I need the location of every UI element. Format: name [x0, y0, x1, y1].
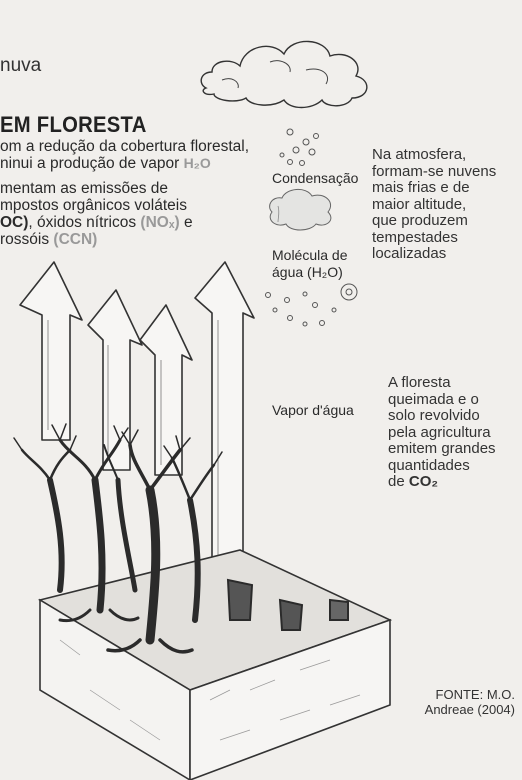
burnt-trees: [13, 423, 349, 654]
source-line-1: FONTE: M.O.: [435, 687, 515, 702]
spacer: [0, 172, 249, 180]
label-condensacao: Condensação: [272, 170, 359, 186]
atmo-line-5: que produzem: [372, 212, 468, 229]
left-line-6-text: rossóis: [0, 231, 54, 248]
label-vapor: Vapor d'água: [272, 402, 354, 418]
label-molecula: Molécula de água (H₂O): [272, 247, 348, 281]
soil-block: [37, 549, 393, 780]
cloud-label-nuva: nuva: [0, 55, 42, 76]
left-line-3: mentam as emissões de: [0, 180, 168, 197]
ccn-formula: (CCN): [53, 231, 98, 248]
cloud-outline: [200, 40, 368, 109]
small-cloud: [269, 189, 332, 231]
left-line-5: OC), óxidos nítricos (NOₓ) e: [0, 214, 249, 231]
forest-burn-description: A floresta queimada e o solo revolvido p…: [388, 374, 496, 491]
h2o-formula: H₂O: [183, 155, 211, 171]
atmo-line-4: maior altitude,: [372, 195, 467, 213]
atmo-line-3: mais frias e de: [372, 179, 470, 196]
burn-line-2: queimada e o: [388, 390, 479, 408]
burn-line-5: emitem grandes: [388, 440, 496, 457]
source-credit: FONTE: M.O. Andreae (2004): [390, 687, 515, 717]
left-description: om a redução da cobertura florestal, nin…: [0, 138, 249, 248]
burn-line-7-prefix: de: [388, 473, 409, 490]
co2-formula: CO₂: [408, 473, 439, 490]
burn-line-6: quantidades: [388, 456, 470, 474]
source-line-2: Andreae (2004): [424, 702, 515, 717]
nox-formula: (NOₓ): [140, 214, 180, 231]
condensation-droplets: [279, 128, 319, 166]
burn-line-7: de CO₂: [388, 473, 496, 491]
left-line-5-end: e: [179, 214, 193, 231]
burn-line-1: A floresta: [388, 374, 451, 391]
left-line-4: mpostos orgânicos voláteis: [0, 197, 187, 214]
left-line-1: om a redução da cobertura florestal,: [0, 138, 249, 155]
left-line-2-text: ninui a produção de vapor: [0, 155, 184, 172]
label-molecula-line-1: Molécula de: [272, 247, 348, 263]
voc-suffix: OC): [0, 214, 29, 231]
page-title: EM FLORESTA: [0, 112, 147, 137]
burn-line-3: solo revolvido: [388, 407, 480, 424]
atmo-line-1: Na atmosfera,: [372, 146, 467, 163]
left-line-6: rossóis (CCN): [0, 231, 249, 248]
atmosphere-description: Na atmosfera, formam-se nuvens mais fria…: [372, 146, 497, 263]
burn-line-4: pela agricultura: [388, 423, 491, 441]
vapor-arrows: [19, 261, 255, 591]
atmo-line-2: formam-se nuvens: [372, 162, 497, 180]
atmo-line-7: localizadas: [372, 245, 447, 262]
atmo-line-6: tempestades: [372, 228, 458, 246]
water-molecules: [265, 283, 358, 327]
left-line-2: ninui a produção de vapor H₂O: [0, 155, 249, 172]
left-line-5-text: , óxidos nítricos: [28, 214, 141, 231]
label-molecula-line-2: água (H₂O): [272, 264, 343, 280]
